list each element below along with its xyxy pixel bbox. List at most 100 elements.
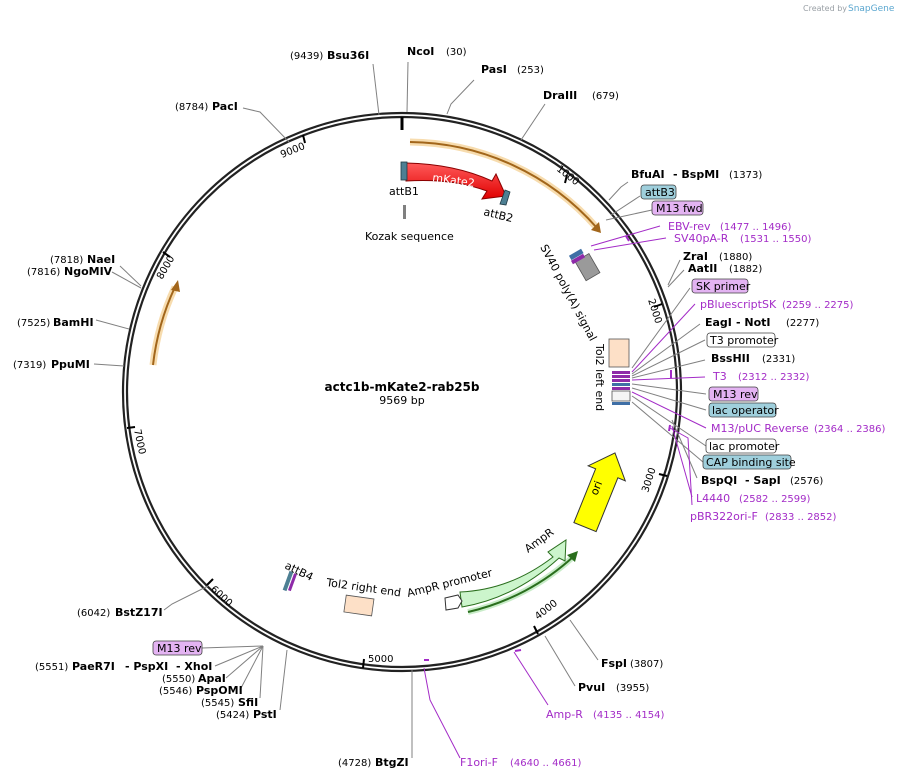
tick-mark-6000 (206, 578, 214, 586)
pbluescriptsk-leader (631, 303, 696, 373)
enzyme-bstz17i: BstZ17I (115, 606, 163, 619)
box-m13-rev-label: M13 rev (713, 388, 758, 401)
kozak-feature (403, 205, 406, 219)
enzyme-pspomi-pos: (5546) (159, 686, 192, 697)
enzyme-pasi-pos: (253) (517, 65, 544, 76)
enzyme-fspi: FspI (601, 657, 627, 670)
primer-f1ori-f-pos: (4640 .. 4661) (510, 758, 582, 769)
tick-mark-5000 (362, 658, 365, 669)
tick-label-3000: 3000 (640, 466, 658, 494)
ebv-rev-mark (625, 235, 630, 242)
m13-rev-left-leader (201, 645, 264, 649)
primer-l4440-pos: (2582 .. 2599) (739, 494, 811, 505)
orf-arc-ampr-head (567, 551, 578, 562)
box-lac-promoter (705, 438, 777, 454)
m13-rev-site-c (287, 573, 297, 592)
bspqi-leader (671, 419, 698, 479)
tol2-left-end-label: Tol2 left end (593, 343, 606, 411)
enzyme-paci: PacI (212, 100, 238, 113)
orf-arc-left-head (171, 280, 180, 292)
box-lac-operator-label: lac operator (712, 404, 779, 417)
box-t3-promoter-label: T3 promoter (709, 334, 779, 347)
m13-rev-site-b (612, 387, 630, 390)
primer-amp-r: Amp-R (546, 708, 583, 721)
sfii-leader (259, 645, 264, 699)
attb2-label: attB2 (482, 205, 514, 225)
primer-l4440: L4440 (696, 492, 730, 505)
box-m13-fwd-label: M13 fwd (656, 202, 703, 215)
primer-t3: T3 (712, 370, 727, 383)
enzyme-ngomiv-pos: (7816) (27, 267, 60, 278)
box-m13-rev (708, 386, 759, 402)
enzyme-naei: NaeI (87, 253, 115, 266)
enzyme-psti-pos: (5424) (216, 710, 249, 721)
enzyme-bfuai: BfuAI (631, 168, 665, 181)
orf-arc-mkate2-head (591, 222, 601, 233)
primer-labels: EBV-rev (1477 .. 1496) SV40pA-R (1531 ..… (460, 220, 886, 769)
enzyme-bfuai-pos: (1373) (729, 170, 762, 181)
pvui-leader (544, 635, 576, 687)
mkate2-feature-arrow (405, 162, 507, 200)
m13-puc-reverse-leader (631, 391, 707, 429)
enzyme-naei-pos: (7818) (50, 255, 83, 266)
box-sk-primer (691, 278, 749, 294)
kozak-label: Kozak sequence (365, 230, 454, 243)
enzyme-draiii-pos: (679) (592, 91, 619, 102)
t3-site (612, 375, 630, 378)
orf-arc-left-halo (149, 285, 179, 366)
enzyme-bsshii: BssHII (711, 352, 750, 365)
pbr322ori-f-leader (669, 427, 693, 506)
enzyme-labels: NcoI (30) PasI (253) DraIII (679) (9439)… (13, 45, 823, 769)
m13-rev-leader (631, 383, 707, 395)
tol2-left-end-feature (608, 338, 630, 368)
mkate2-feature-label: mKate2 (432, 171, 476, 190)
tick-mark-8000 (162, 251, 171, 258)
box-t3-promoter (706, 332, 776, 348)
bsshii-leader (631, 359, 706, 379)
enzyme-ppumi-pos: (7319) (13, 360, 46, 371)
enzyme-paci-pos: (8784) (175, 102, 208, 113)
enzyme-ncoi-pos: (30) (446, 47, 467, 58)
enzyme-psti: PstI (253, 708, 277, 721)
naei-leader (119, 265, 142, 287)
sv40pa-r-site (570, 253, 586, 265)
ori-group (573, 452, 627, 533)
primer-t3-pos: (2312 .. 2332) (738, 372, 810, 383)
pasi-leader (446, 79, 475, 115)
enzyme-bamhi: BamHI (53, 316, 94, 329)
tick-mark-3000 (658, 473, 668, 477)
enzyme-pasi: PasI (481, 63, 507, 76)
snapgene-logo-text: SnapGene (848, 4, 895, 14)
orf-arc-left (152, 286, 176, 366)
enzyme-sfii-pos: (5545) (201, 698, 234, 709)
enzyme-aatii-pos: (1882) (729, 264, 762, 275)
amp-r-leader (513, 651, 549, 706)
apai-leader (225, 645, 264, 679)
enzyme-ncoi: NcoI (407, 45, 434, 58)
box-attb3-label: attB3 (645, 186, 675, 199)
enzyme-bamhi-pos: (7525) (17, 318, 50, 329)
ngomiv-leader (111, 271, 142, 289)
xhoi-leader (214, 645, 264, 667)
pspomi-leader (239, 645, 264, 691)
ebv-rev-leader (590, 225, 661, 247)
attb1-feature (400, 161, 408, 181)
enzyme-zrai-pos: (1880) (719, 252, 752, 263)
ori-label: ori (588, 479, 605, 497)
enzyme-zrai: ZraI (683, 250, 708, 263)
eagi-leader (631, 323, 701, 375)
enzyme-btgzi-pos: (4728) (338, 758, 371, 769)
m13-fwd-leader (605, 209, 653, 221)
paci-leader (242, 107, 290, 143)
box-m13-rev-left-label: M13 rev (157, 642, 202, 655)
aatii-leader (667, 269, 685, 288)
enzyme-pspomi: PspOMI (196, 684, 243, 697)
enzyme-bspmi: - BspMI (673, 168, 719, 181)
box-cap-binding-site (702, 454, 792, 470)
bamhi-leader (95, 319, 130, 330)
enzyme-draiii: DraIII (543, 89, 577, 102)
attb1-label: attB1 (389, 185, 419, 198)
attb4-feature (282, 570, 294, 592)
tol2-right-end-feature (343, 594, 375, 617)
